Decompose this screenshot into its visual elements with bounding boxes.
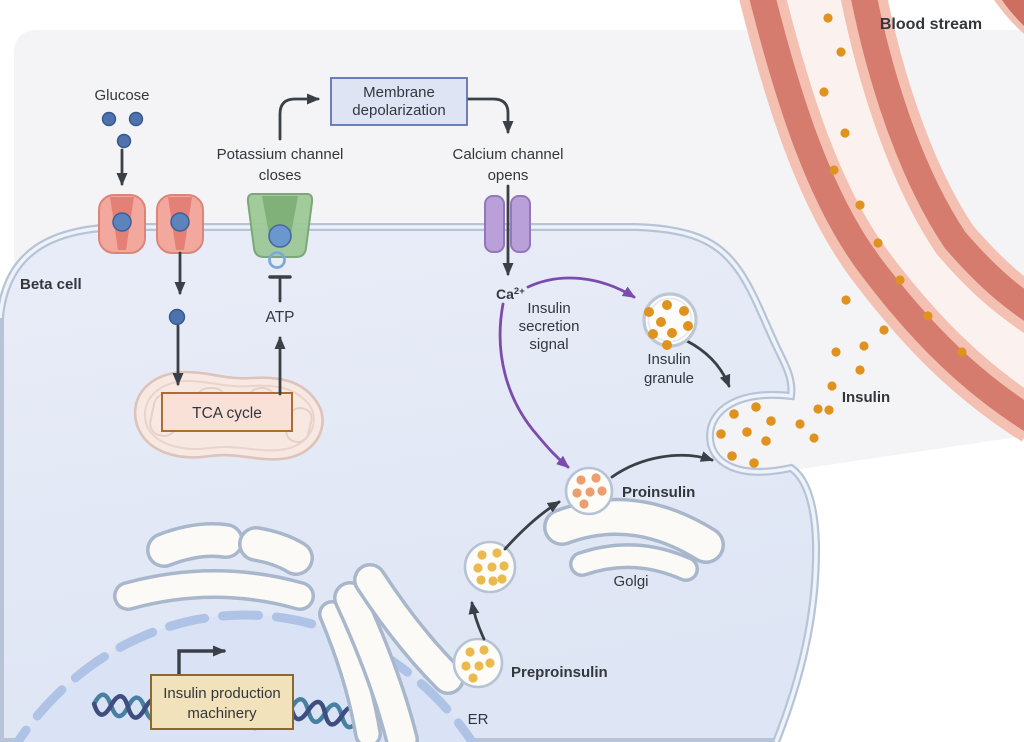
atp-label: ATP	[266, 309, 295, 326]
insulin-granule-label-line1: Insulin	[647, 351, 690, 368]
pathway-arrows	[116, 93, 731, 677]
er-label: ER	[468, 711, 489, 728]
vessel-wall-lower	[749, 0, 1024, 432]
er-sheets	[113, 522, 315, 611]
transport-vesicle	[463, 540, 517, 594]
mitochondria-inner-membrane	[143, 379, 315, 452]
arrow-gene-transcription	[177, 645, 226, 677]
arrow-vesicle-to-golgi	[503, 500, 561, 551]
calcium-label-line1: Calcium channel	[453, 146, 564, 163]
arrow-depolarization-to-calcium	[465, 97, 514, 134]
insulin-label: Insulin	[842, 389, 890, 406]
nuclear-envelope	[12, 610, 478, 742]
vessel-wall-upper	[851, 0, 1024, 321]
blood-vessel	[739, 0, 1024, 442]
insulin-dots-in-blood	[819, 13, 967, 357]
glucose-molecules	[101, 111, 186, 326]
calcium-signal-arrows	[498, 276, 636, 469]
cell-membrane-inner-line	[0, 225, 818, 742]
depolarization-label-line1: Membrane	[363, 84, 435, 101]
production-label-line2: machinery	[187, 705, 257, 722]
arrow-preproinsulin-to-vesicle	[468, 601, 486, 641]
blood-stream-label: Blood stream	[880, 16, 982, 33]
preproinsulin-label: Preproinsulin	[511, 664, 608, 681]
exocytosis-site	[716, 402, 776, 468]
secretion-signal-line2: secretion	[519, 318, 580, 335]
secreted-insulin-dots	[795, 295, 889, 443]
glucose-label: Glucose	[94, 87, 149, 104]
golgi-apparatus	[543, 497, 725, 582]
insulin-granule	[642, 292, 698, 350]
proinsulin-label: Proinsulin	[622, 484, 695, 501]
arrow-proinsulin-to-exocytosis	[610, 451, 714, 479]
membrane-depolarization-box: Membrane depolarization	[330, 77, 468, 126]
mitochondria: TCA cycle	[133, 370, 324, 461]
proinsulin-vesicle	[564, 466, 614, 516]
vessel-lumen	[775, 0, 1024, 415]
calcium-channel	[484, 195, 531, 253]
channel-blocking-ball	[268, 224, 292, 248]
beta-cell-label: Beta cell	[20, 276, 82, 293]
glucose-molecule-in-transporter-1	[112, 212, 132, 232]
insulin-production-box: Insulin production machinery	[150, 674, 294, 730]
tca-cycle-box	[161, 392, 293, 432]
insulin-granule-label-line2: granule	[644, 370, 694, 387]
arrow-signal-to-proinsulin	[498, 302, 570, 469]
calcium-ion-label: Ca2+	[496, 286, 525, 302]
vessel-corner-wall	[1002, 0, 1024, 26]
ball-tether-loop	[268, 251, 286, 269]
potassium-label-line2: closes	[259, 167, 302, 184]
preproinsulin-vesicle	[452, 637, 504, 689]
glucose-in-cytoplasm	[168, 308, 186, 326]
secretion-signal-line3: signal	[529, 336, 568, 353]
arrow-signal-to-granule	[526, 276, 636, 299]
vessel-corner-light	[993, 0, 1024, 34]
potassium-label-line1: Potassium channel	[217, 146, 344, 163]
glucose-molecule-in-transporter-2	[170, 212, 190, 232]
glucose-transporter-2	[156, 194, 204, 254]
glucose-transporter-1	[98, 194, 146, 254]
beta-cell-body	[0, 223, 821, 742]
potassium-channel-pore	[262, 196, 298, 239]
production-label-line1: Insulin production	[163, 685, 281, 702]
tca-cycle-label: TCA cycle	[192, 405, 262, 422]
arrow-granule-to-exocytosis	[685, 339, 731, 388]
golgi-label: Golgi	[613, 573, 648, 590]
arrow-potassium-to-depolarization	[278, 93, 320, 141]
background-lower-right	[758, 436, 1024, 742]
secretion-signal-line1: Insulin	[527, 300, 570, 317]
depolarization-label-line2: depolarization	[352, 102, 445, 119]
potassium-channel	[246, 193, 314, 269]
endoplasmic-reticulum	[318, 563, 465, 742]
calcium-label-line2: opens	[488, 167, 529, 184]
